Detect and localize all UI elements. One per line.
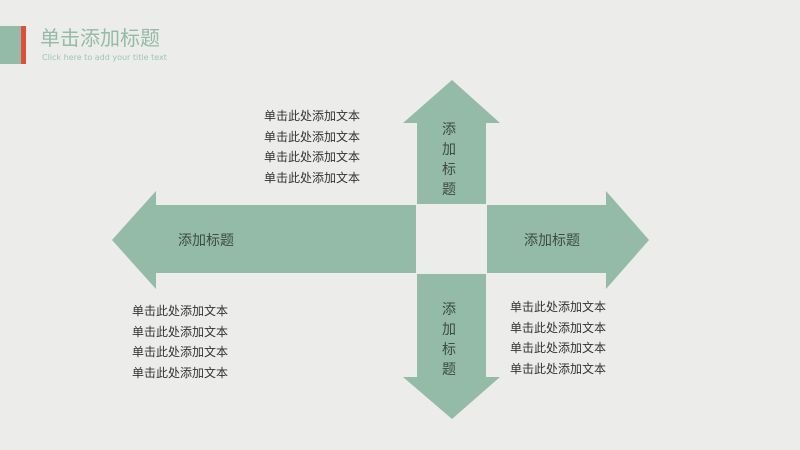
text-line: 单击此处添加文本 [132,345,229,359]
arrow-up-label[interactable]: 添加标题 [442,122,456,198]
arrow-down [403,274,500,419]
text-line: 单击此处添加文本 [132,324,229,339]
slide-title[interactable]: 单击添加标题 [40,26,160,50]
arrow-down-label[interactable]: 添加标题 [442,302,456,378]
text-line: 单击此处添加文本 [264,109,361,123]
text-line: 单击此处添加文本 [510,341,607,355]
arrow-left [112,191,416,289]
title-accent-red [21,26,26,64]
text-line: 单击此处添加文本 [264,150,361,164]
text-line: 单击此处添加文本 [510,300,607,314]
text-block-top-left[interactable]: 单击此处添加文本 单击此处添加文本 单击此处添加文本 单击此处添加文本 [264,106,360,188]
text-line: 单击此处添加文本 [510,320,607,335]
arrow-up [403,80,500,204]
text-line: 单击此处添加文本 [132,304,229,318]
text-block-bottom-right[interactable]: 单击此处添加文本 单击此处添加文本 单击此处添加文本 单击此处添加文本 [510,297,606,379]
text-line: 单击此处添加文本 [132,365,229,380]
arrow-right [487,191,649,289]
title-accent-green [0,26,21,64]
arrow-left-label[interactable]: 添加标题 [178,233,234,249]
arrow-right-label[interactable]: 添加标题 [524,233,580,249]
slide-subtitle[interactable]: Click here to add your title text [42,53,167,62]
text-line: 单击此处添加文本 [510,361,607,376]
text-block-bottom-left[interactable]: 单击此处添加文本 单击此处添加文本 单击此处添加文本 单击此处添加文本 [132,301,228,383]
text-line: 单击此处添加文本 [264,129,361,144]
text-line: 单击此处添加文本 [264,170,361,185]
